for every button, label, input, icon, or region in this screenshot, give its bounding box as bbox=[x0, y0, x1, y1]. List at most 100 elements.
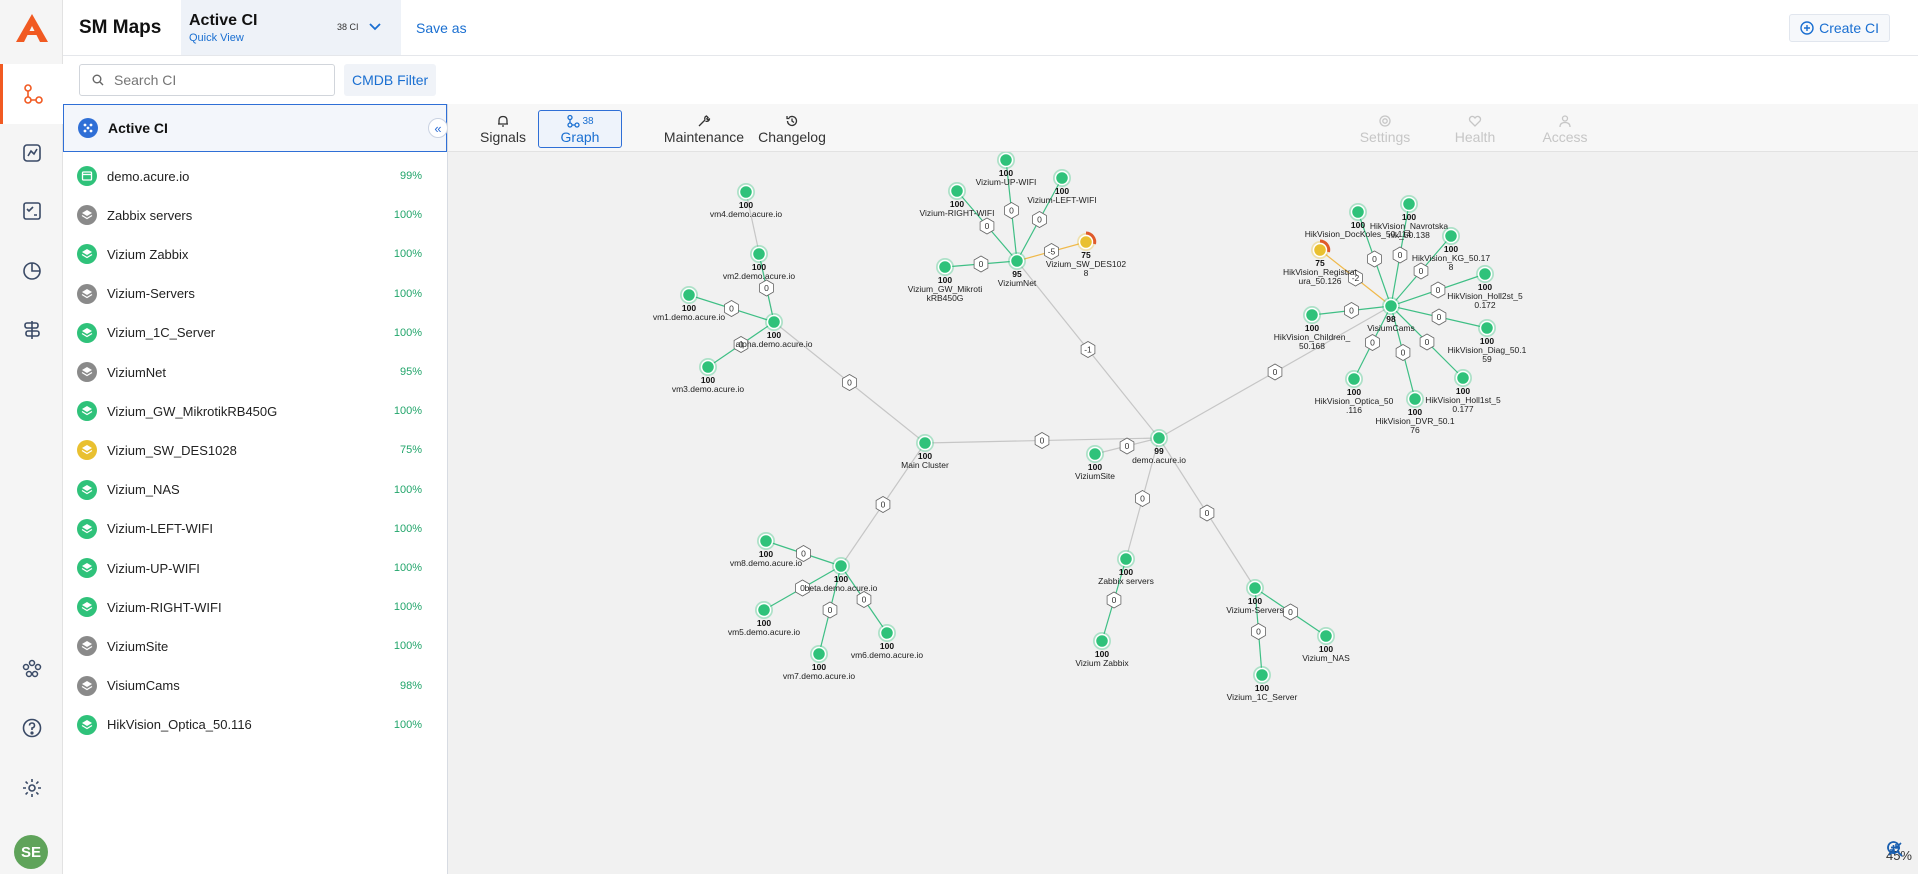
tab-signals[interactable]: Signals bbox=[448, 110, 558, 148]
edge-weight-badge[interactable]: 0 bbox=[1004, 202, 1019, 219]
collapse-panel-icon[interactable]: « bbox=[428, 118, 447, 138]
edge-weight-badge[interactable]: 0 bbox=[842, 374, 857, 391]
create-ci-button[interactable]: Create CI bbox=[1789, 14, 1890, 42]
edge-weight-badge[interactable]: 0 bbox=[1392, 246, 1408, 264]
edge-weight-badge[interactable]: 0 bbox=[1032, 211, 1047, 228]
save-as-link[interactable]: Save as bbox=[416, 20, 467, 36]
edge-weight-badge[interactable]: 0 bbox=[1395, 344, 1411, 361]
edge-weight-badge[interactable]: 0 bbox=[1199, 504, 1215, 522]
groups-icon[interactable] bbox=[0, 638, 63, 698]
edge-weight-badge[interactable]: 0 bbox=[1431, 308, 1447, 326]
edge-weight-badge[interactable]: 0 bbox=[979, 217, 995, 235]
view-selector[interactable]: Active CI Quick View 38 CI bbox=[181, 0, 401, 55]
edge-weight-badge[interactable]: 0 bbox=[796, 545, 811, 562]
tasks-icon[interactable] bbox=[0, 181, 63, 241]
edge-weight-badge[interactable]: 0 bbox=[759, 279, 774, 297]
acure-logo[interactable] bbox=[0, 0, 63, 56]
edge-weight-badge[interactable]: 0 bbox=[1344, 302, 1359, 319]
edge-weight-badge[interactable]: 0 bbox=[822, 601, 838, 619]
signposts-icon[interactable] bbox=[0, 300, 63, 360]
edge-weight-badge[interactable]: 0 bbox=[1283, 603, 1298, 621]
search-input[interactable] bbox=[114, 72, 314, 88]
edge-weight-badge[interactable]: 0 bbox=[1267, 363, 1283, 381]
edge-weight-badge[interactable]: 0 bbox=[1430, 281, 1446, 299]
tab-settings[interactable]: Settings bbox=[1325, 110, 1445, 148]
edge-weight-badge[interactable]: 0 bbox=[1251, 623, 1266, 640]
edge-weight-badge[interactable]: 0 bbox=[875, 496, 891, 513]
ci-list-header[interactable]: Active CI « bbox=[63, 104, 447, 152]
edge-weight-badge[interactable]: -2 bbox=[1348, 269, 1363, 287]
edge-weight-badge[interactable]: 0 bbox=[1367, 250, 1382, 268]
graph-icon[interactable] bbox=[0, 64, 63, 124]
help-icon[interactable] bbox=[0, 698, 63, 758]
edge-weight-badge[interactable]: 0 bbox=[1034, 432, 1050, 449]
edge-weight-badge[interactable]: 0 bbox=[1106, 591, 1122, 609]
tab-changelog[interactable]: Changelog bbox=[731, 110, 853, 148]
tab-maintenance[interactable]: Maintenance bbox=[641, 110, 767, 148]
user-avatar[interactable]: SE bbox=[14, 835, 48, 869]
edge-weight-badge[interactable]: 0 bbox=[973, 255, 989, 273]
reports-icon[interactable] bbox=[0, 241, 63, 301]
tab-health[interactable]: Health bbox=[1415, 110, 1535, 148]
dashboard-icon[interactable] bbox=[0, 123, 63, 183]
tab-access[interactable]: Access bbox=[1505, 110, 1625, 148]
cmdb-filter-button[interactable]: CMDB Filter bbox=[344, 64, 437, 96]
edge-weight-badge[interactable]: -5 bbox=[1044, 243, 1059, 260]
search-box[interactable] bbox=[79, 64, 335, 96]
edge-weight-badge[interactable]: 0 bbox=[795, 579, 810, 597]
chevron-down-icon[interactable] bbox=[368, 20, 382, 39]
edge-weight-badge[interactable]: 0 bbox=[1135, 490, 1150, 507]
settings-icon[interactable] bbox=[0, 758, 63, 818]
edge-weight-badge[interactable]: 0 bbox=[1119, 437, 1135, 455]
zoom-out-icon[interactable] bbox=[1886, 840, 1904, 858]
edge-weight-badge[interactable]: 0 bbox=[1365, 334, 1380, 351]
edge-weight-badge[interactable]: 0 bbox=[724, 300, 739, 317]
edge-weight-badge[interactable]: 0 bbox=[856, 591, 872, 608]
